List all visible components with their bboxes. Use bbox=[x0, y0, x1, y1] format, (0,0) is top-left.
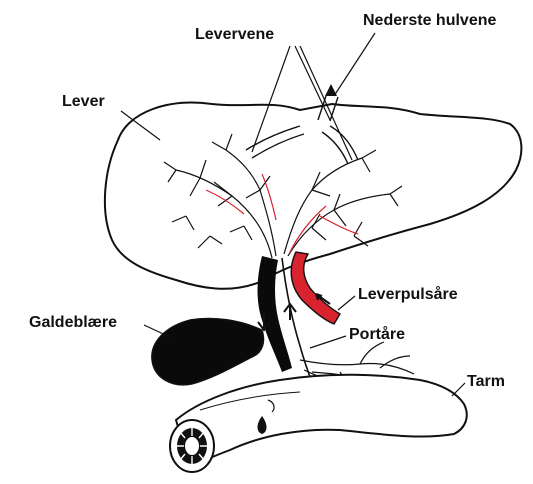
hepatic-artery bbox=[291, 252, 340, 324]
liver-outline bbox=[105, 103, 522, 289]
label-portare: Portåre bbox=[349, 327, 405, 343]
leader-leverpulsare bbox=[338, 296, 355, 310]
leader-portare bbox=[310, 336, 346, 348]
bile-duct bbox=[258, 256, 293, 372]
label-leverpulsare: Leverpulsåre bbox=[358, 287, 458, 303]
label-levervene: Levervene bbox=[195, 27, 274, 43]
label-galdeblaere: Galdeblære bbox=[29, 315, 117, 331]
intestine bbox=[170, 375, 467, 472]
gallbladder bbox=[152, 318, 264, 384]
leader-tarm bbox=[452, 383, 465, 396]
label-nederste-hulvene: Nederste hulvene bbox=[363, 13, 496, 29]
label-tarm: Tarm bbox=[467, 374, 505, 390]
leader-hulvene bbox=[334, 33, 375, 96]
portal-vein-arrow bbox=[284, 304, 296, 320]
label-lever: Lever bbox=[62, 94, 105, 110]
